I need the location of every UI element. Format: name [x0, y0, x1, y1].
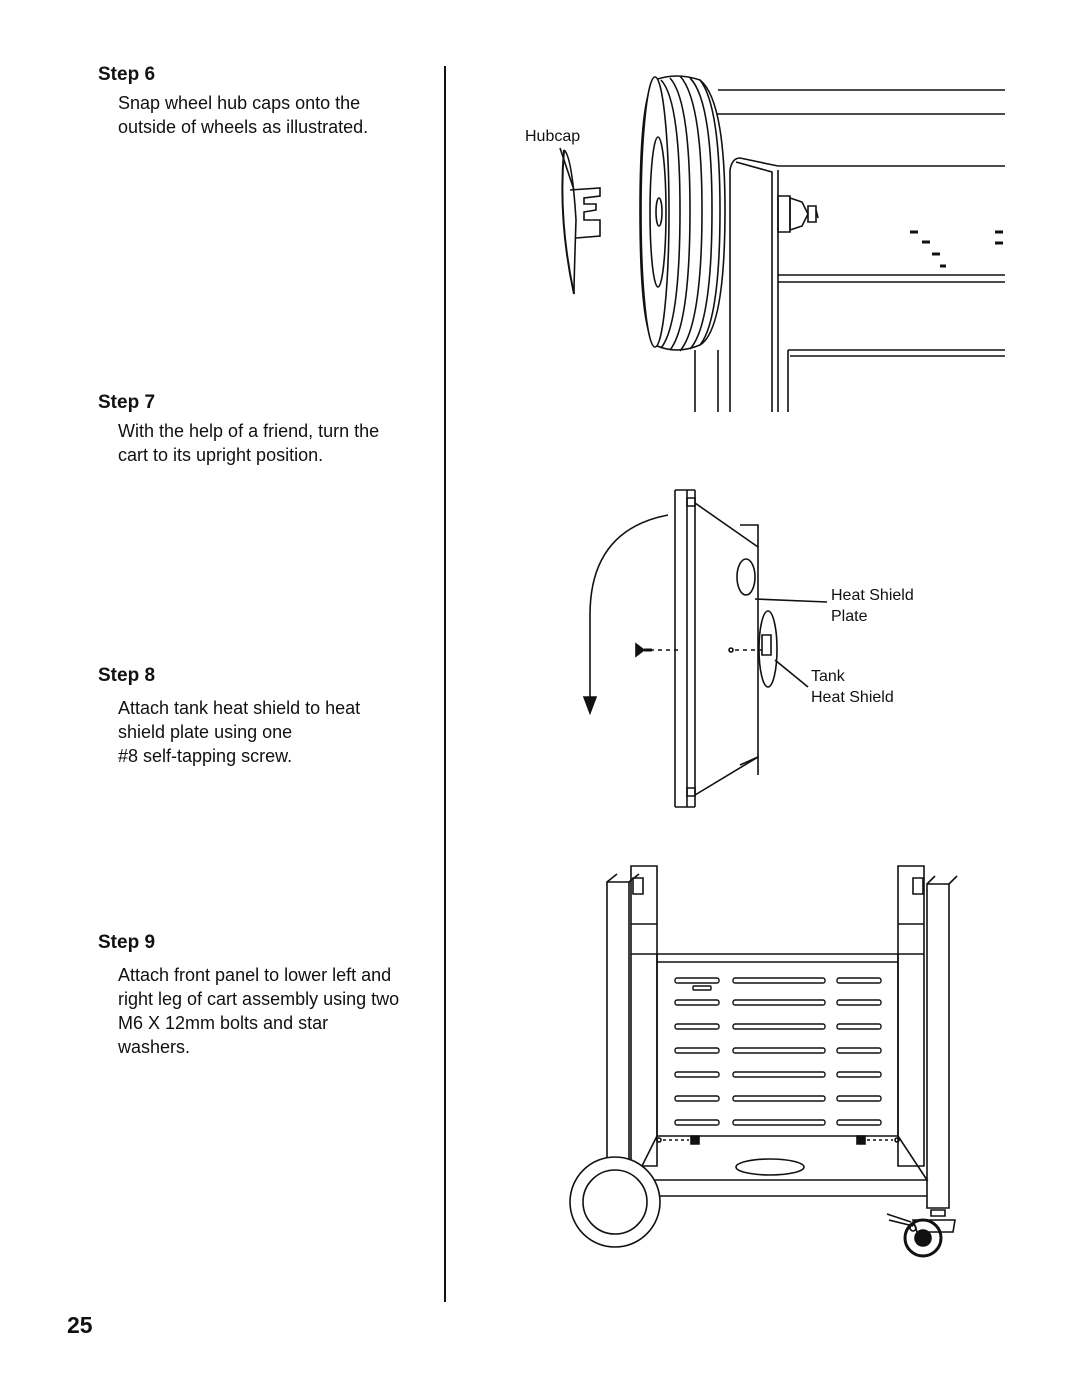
step-8-illustration [580, 485, 830, 815]
step-9-title: Step 9 [98, 932, 156, 953]
tank-heat-shield-line-2: Heat Shield [811, 689, 894, 706]
column-divider [444, 66, 446, 1302]
step-7-title: Step 7 [98, 392, 156, 413]
step-9-illustration [565, 860, 965, 1260]
step-9-line-2: right leg of cart assembly using two [118, 989, 400, 1009]
step-8-text: Attach tank heat shield to heat shield p… [118, 696, 360, 768]
tank-heat-shield-line-1: Tank [811, 668, 845, 685]
heat-shield-plate-label: Heat Shield Plate [831, 585, 914, 627]
heat-shield-plate-line-2: Plate [831, 608, 868, 625]
step-6-line-2: outside of wheels as illustrated. [118, 117, 369, 137]
page-number: 25 [67, 1312, 93, 1338]
hubcap-label: Hubcap [525, 128, 581, 145]
step-9-line-1: Attach front panel to lower left and [118, 965, 392, 985]
step-8-title: Step 8 [98, 665, 156, 686]
tank-heat-shield-label: Tank Heat Shield [811, 666, 894, 708]
step-6-line-1: Snap wheel hub caps onto the [118, 93, 361, 113]
step-8-line-3: #8 self-tapping screw. [118, 746, 293, 766]
step-6-text: Snap wheel hub caps onto the outside of … [118, 91, 368, 139]
step-7-text: With the help of a friend, turn the cart… [118, 419, 379, 467]
step-8-line-2: shield plate using one [118, 722, 293, 742]
heat-shield-plate-line-1: Heat Shield [831, 587, 914, 604]
step-9-line-3: M6 X 12mm bolts and star [118, 1013, 329, 1033]
step-6-title: Step 6 [98, 64, 156, 85]
step-9-text: Attach front panel to lower left and rig… [118, 963, 399, 1059]
step-9-line-4: washers. [118, 1037, 191, 1057]
step-7-line-2: cart to its upright position. [118, 445, 324, 465]
step-6-illustration [540, 70, 1010, 420]
step-7-line-1: With the help of a friend, turn the [118, 421, 380, 441]
step-8-line-1: Attach tank heat shield to heat [118, 698, 361, 718]
